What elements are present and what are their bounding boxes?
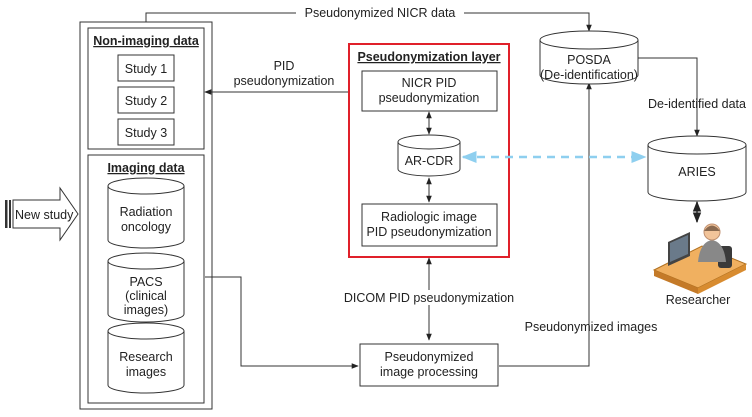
researcher-icon: [652, 223, 748, 294]
svg-text:Pseudonymized images: Pseudonymized images: [525, 320, 658, 334]
study-1-box: [117, 54, 175, 82]
svg-text:image processing: image processing: [380, 365, 478, 379]
image-processing-box: Pseudonymized image processing: [359, 343, 499, 387]
flow-deidentified-data: De-identified data: [638, 57, 746, 137]
study-1-label: Study 1: [125, 62, 167, 76]
study-2-box: [117, 86, 175, 114]
svg-text:Research: Research: [119, 350, 173, 364]
pseudonymization-layer: Pseudonymization layer NICR PID pseudony…: [348, 43, 510, 258]
svg-text:images: images: [126, 365, 166, 379]
non-imaging-data-box: Non-imaging data Study 1 Study 2 Study 3: [87, 27, 205, 150]
svg-text:images): images): [124, 303, 168, 317]
pacs-cylinder: PACS (clinical images): [107, 252, 185, 323]
posda-cylinder: POSDA (De-identification): [539, 30, 639, 85]
svg-text:POSDA: POSDA: [567, 53, 611, 67]
study-2-label: Study 2: [125, 94, 167, 108]
svg-text:De-identified data: De-identified data: [648, 97, 746, 111]
svg-text:ARIES: ARIES: [678, 165, 716, 179]
nicr-pid-box: [361, 70, 498, 112]
svg-text:NICR PID: NICR PID: [402, 76, 457, 90]
svg-text:oncology: oncology: [121, 220, 172, 234]
flow-pseudonymized-images: Pseudonymized images: [499, 82, 658, 367]
imaging-data-box: Imaging data Radiation oncology PACS (cl…: [87, 154, 205, 404]
study-3-label: Study 3: [125, 126, 167, 140]
svg-text:AR-CDR: AR-CDR: [405, 154, 454, 168]
svg-text:pseudonymization: pseudonymization: [379, 91, 480, 105]
svg-text:pseudonymization: pseudonymization: [234, 74, 335, 88]
radiologic-pid-box: [361, 203, 498, 247]
radiation-oncology-cylinder: Radiation oncology: [107, 177, 185, 249]
svg-text:DICOM PID pseudonymization: DICOM PID pseudonymization: [344, 291, 514, 305]
svg-text:(De-identification): (De-identification): [540, 68, 638, 82]
svg-text:Radiation: Radiation: [120, 205, 173, 219]
study-3-box: [117, 118, 175, 146]
new-study-arrow: New study: [5, 186, 79, 242]
svg-text:PID pseudonymization: PID pseudonymization: [366, 225, 491, 239]
svg-text:PACS: PACS: [129, 275, 162, 289]
svg-text:PID: PID: [274, 59, 295, 73]
flow-pacs-to-processing: [205, 276, 359, 369]
research-images-cylinder: Research images: [107, 322, 185, 394]
svg-text:(clinical: (clinical: [125, 289, 167, 303]
flow-nicr-label: Pseudonymized NICR data: [305, 6, 456, 20]
flow-pid-pseudonymization: PID pseudonymization: [204, 59, 358, 95]
flow-dicom-pid: DICOM PID pseudonymization: [331, 257, 525, 341]
svg-text:Pseudonymized: Pseudonymized: [385, 350, 474, 364]
new-study-label: New study: [15, 208, 74, 222]
flow-nicr-data: Pseudonymized NICR data: [145, 6, 592, 32]
non-imaging-title: Non-imaging data: [93, 34, 200, 48]
aries-cylinder: ARIES: [647, 135, 747, 202]
imaging-title: Imaging data: [107, 161, 185, 175]
svg-text:Radiologic image: Radiologic image: [381, 210, 477, 224]
pseudonymization-layer-title: Pseudonymization layer: [357, 50, 500, 64]
researcher-label: Researcher: [666, 293, 731, 307]
ar-cdr-cylinder: AR-CDR: [397, 134, 461, 177]
